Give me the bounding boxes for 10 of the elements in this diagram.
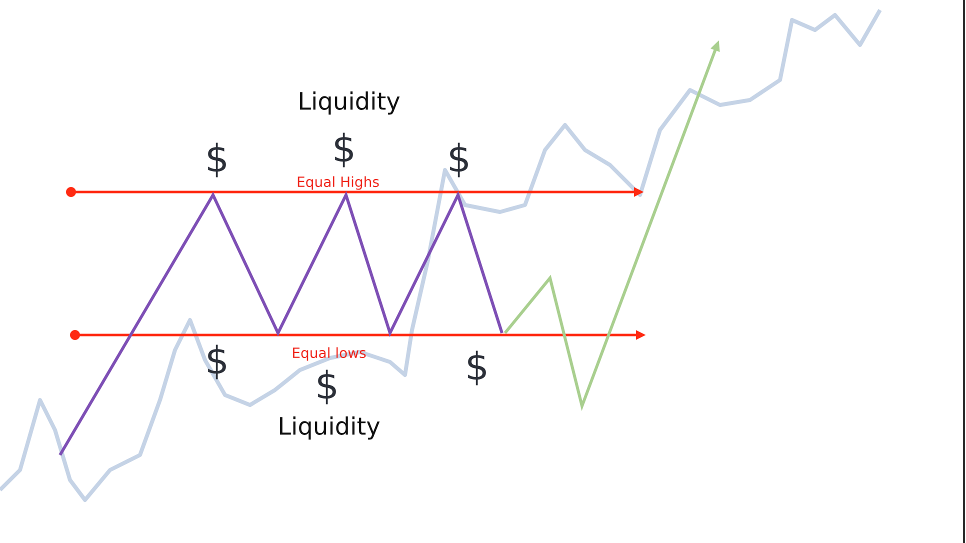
dollar-sign: $ — [468, 350, 486, 386]
level-label: Equal lows — [293, 347, 366, 361]
dollar-sign: $ — [318, 370, 336, 404]
liquidity-label: Liquidity — [300, 91, 400, 115]
liquidity-label: Liquidity — [280, 416, 380, 440]
dollar-sign: $ — [208, 344, 226, 380]
dollar-sign: $ — [450, 142, 468, 178]
level-label: Equal Highs — [298, 176, 379, 190]
dollar-sign: $ — [335, 132, 353, 168]
dollar-sign: $ — [208, 142, 226, 178]
